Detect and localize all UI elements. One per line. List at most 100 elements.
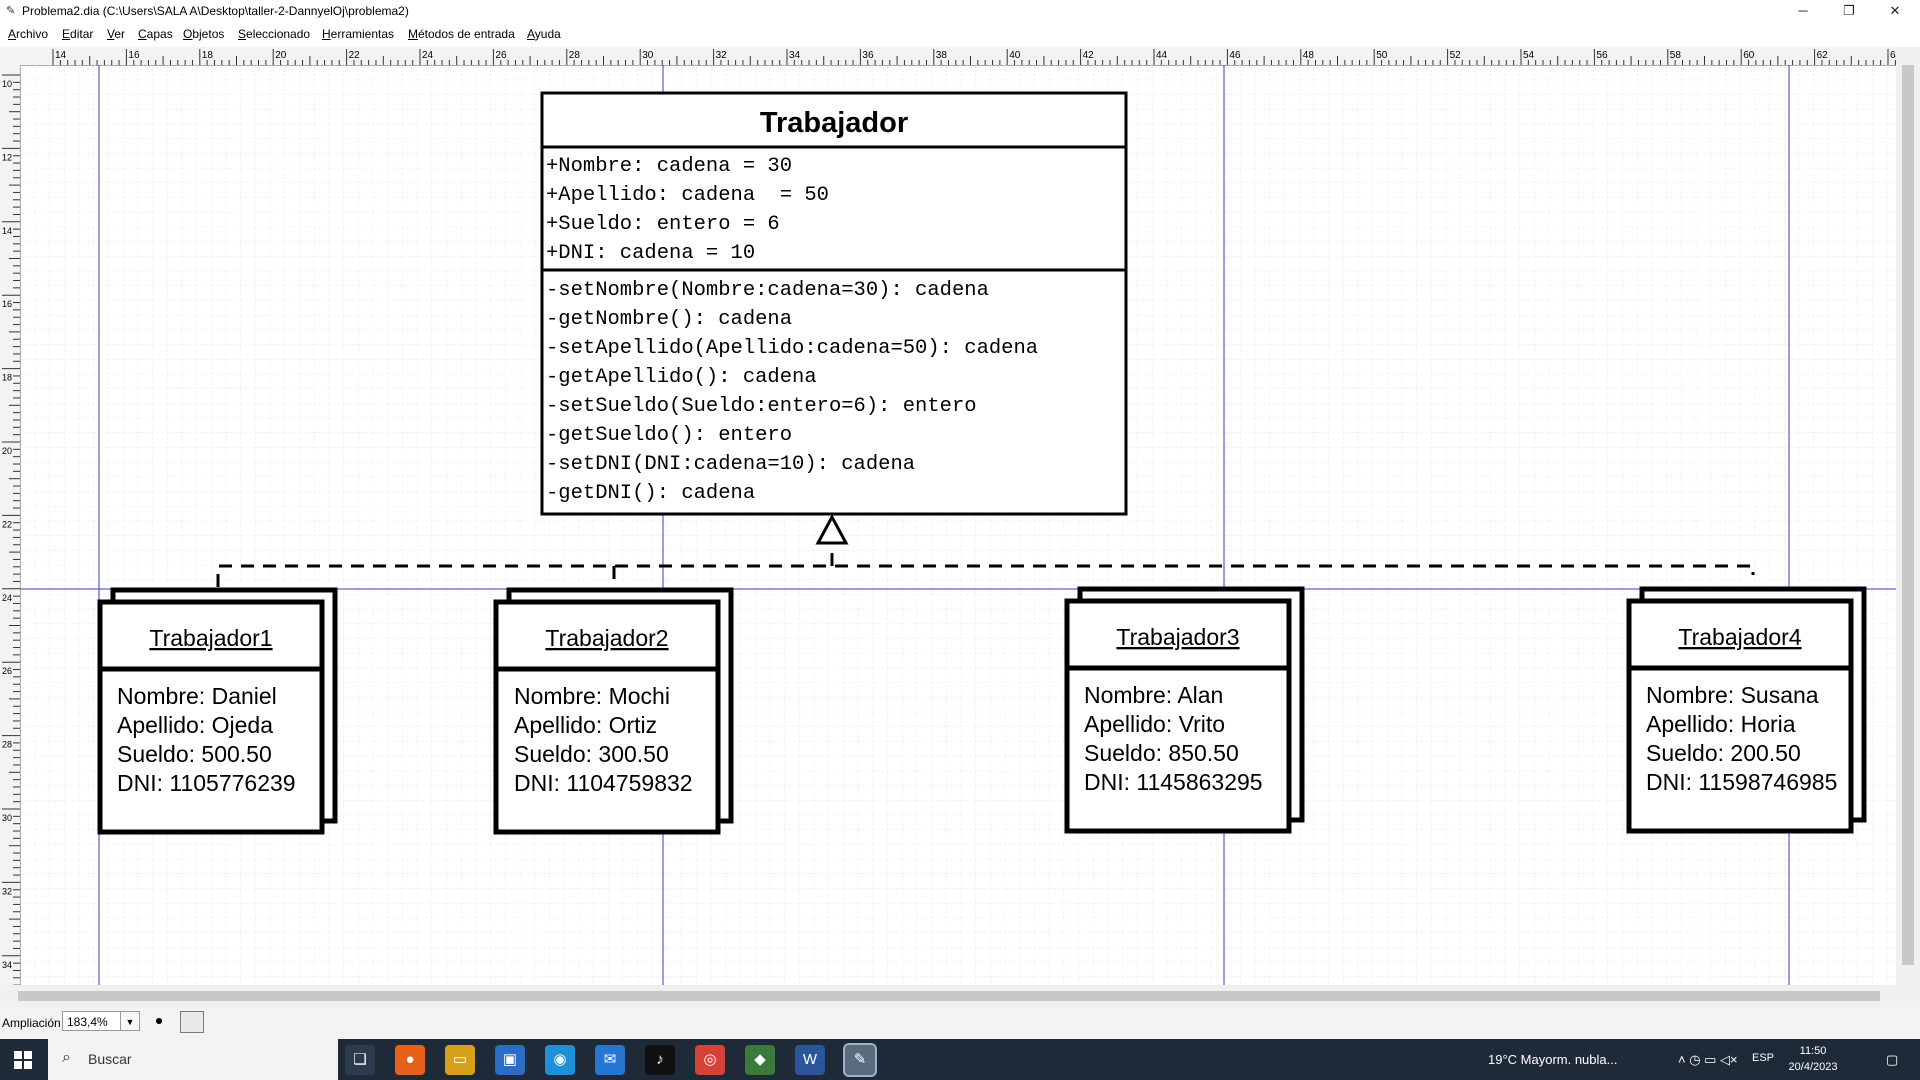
ruler-label: 28 xyxy=(569,50,581,61)
diagram-svg[interactable]: Trabajador +Nombre: cadena = 30 +Apellid… xyxy=(20,65,1896,985)
class-operation: -setDNI(DNI:cadena=10): cadena xyxy=(546,453,915,476)
taskbar-search-box[interactable]: ⌕ Buscar xyxy=(48,1039,338,1080)
ruler-label: 20 xyxy=(275,50,287,61)
object-attribute: Nombre: Alan xyxy=(1084,682,1223,708)
system-tray-icons[interactable]: ˄ ◷ ▭ ◁× xyxy=(1678,1052,1738,1067)
object-attribute: Apellido: Vrito xyxy=(1084,711,1225,737)
menu-editar[interactable]: Editar xyxy=(62,27,94,41)
ruler-label: 60 xyxy=(1743,50,1755,61)
menu-capas[interactable]: Capas xyxy=(138,27,173,41)
class-operation: -setApellido(Apellido:cadena=50): cadena xyxy=(546,337,1038,360)
language-indicator[interactable]: ESP xyxy=(1752,1052,1775,1064)
tiktok-icon[interactable]: ♪ xyxy=(645,1045,675,1075)
object-name: Trabajador1 xyxy=(149,625,272,651)
class-attribute: +Nombre: cadena = 30 xyxy=(546,155,792,178)
taskbar-search-placeholder: Buscar xyxy=(88,1051,132,1067)
zoom-label: Ampliación xyxy=(2,1016,61,1030)
uml-object-trabajador4[interactable]: Trabajador4 Nombre: Susana Apellido: Hor… xyxy=(1626,586,1867,834)
ruler-label: 34 xyxy=(789,50,801,61)
snap-to-grid-icon[interactable] xyxy=(156,1018,162,1024)
uml-object-trabajador3[interactable]: Trabajador3 Nombre: Alan Apellido: Vrito… xyxy=(1064,586,1305,834)
search-icon: ⌕ xyxy=(62,1049,71,1066)
ruler-label: 14 xyxy=(55,50,67,61)
class-attribute: +DNI: cadena = 10 xyxy=(546,242,755,265)
class-operation: -getSueldo(): entero xyxy=(546,424,792,447)
mail-icon[interactable]: ✉ xyxy=(595,1045,625,1075)
notifications-icon[interactable]: ▢ xyxy=(1886,1052,1899,1067)
object-attribute: Nombre: Susana xyxy=(1646,682,1819,708)
file-explorer-icon[interactable]: ▭ xyxy=(445,1045,475,1075)
uml-object-trabajador2[interactable]: Trabajador2 Nombre: Mochi Apellido: Orti… xyxy=(493,587,734,835)
menu-ver[interactable]: Ver xyxy=(107,27,126,41)
vertical-scroll-thumb[interactable] xyxy=(1902,65,1914,965)
ruler-label: 16 xyxy=(2,299,12,309)
menu-herramientas[interactable]: Herramientas xyxy=(322,27,395,41)
ruler-label: 62 xyxy=(1817,50,1829,61)
object-attribute: DNI: 1145863295 xyxy=(1084,769,1263,795)
title-bar: ✎ Problema2.dia (C:\Users\SALA A\Desktop… xyxy=(0,0,1920,24)
minimize-button[interactable]: ─ xyxy=(1798,3,1808,18)
edge-icon[interactable]: ◉ xyxy=(545,1045,575,1075)
object-attribute: Sueldo: 300.50 xyxy=(514,741,669,767)
zoom-dropdown-chevron-icon[interactable]: ▼ xyxy=(120,1011,140,1031)
horizontal-scrollbar[interactable] xyxy=(0,985,1920,1007)
menu-archivo[interactable]: Archivo xyxy=(8,27,49,41)
ruler-label: 22 xyxy=(2,519,12,529)
weather-widget[interactable]: 19°C Mayorm. nubla... xyxy=(1488,1052,1618,1067)
class-box xyxy=(540,91,1128,516)
chrome-icon[interactable]: ◎ xyxy=(695,1045,725,1075)
git-icon[interactable]: ◆ xyxy=(745,1045,775,1075)
object-attribute: DNI: 11598746985 xyxy=(1646,769,1837,795)
windows-start-icon[interactable] xyxy=(14,1051,32,1069)
zoom-input[interactable]: 183,4% xyxy=(62,1011,130,1031)
ruler-label: 28 xyxy=(2,740,12,750)
object-attribute: Sueldo: 200.50 xyxy=(1646,740,1801,766)
menu-ayuda[interactable]: Ayuda xyxy=(527,27,561,41)
horizontal-scroll-thumb[interactable] xyxy=(18,991,1880,1001)
menu-seleccionado[interactable]: Seleccionado xyxy=(238,27,311,41)
maximize-button[interactable]: ❐ xyxy=(1843,3,1855,18)
class-operation: -getApellido(): cadena xyxy=(546,366,817,389)
vertical-scrollbar[interactable] xyxy=(1896,47,1920,985)
ruler-label: 36 xyxy=(862,50,874,61)
ruler-label: 18 xyxy=(2,373,12,383)
object-attribute: Apellido: Horia xyxy=(1646,711,1796,737)
microsoft-store-icon[interactable]: ▣ xyxy=(495,1045,525,1075)
menu-bar: Archivo Editar Ver Capas Objetos Selecci… xyxy=(0,24,1920,44)
diagram-canvas[interactable]: Trabajador +Nombre: cadena = 30 +Apellid… xyxy=(20,65,1896,985)
ruler-label: 20 xyxy=(2,446,12,456)
uml-class-trabajador[interactable]: Trabajador +Nombre: cadena = 30 +Apellid… xyxy=(540,91,1128,516)
object-attribute: Apellido: Ortiz xyxy=(514,712,657,738)
class-name: Trabajador xyxy=(760,107,908,139)
close-button[interactable]: ✕ xyxy=(1889,3,1901,18)
uml-object-trabajador1[interactable]: Trabajador1 Nombre: Daniel Apellido: Oje… xyxy=(97,587,338,835)
menu-metodos-entrada[interactable]: Métodos de entrada xyxy=(408,27,515,41)
class-operation: -setSueldo(Sueldo:entero=6): entero xyxy=(546,395,977,418)
task-view-icon[interactable]: ❑ xyxy=(345,1045,375,1075)
ruler-label: 52 xyxy=(1450,50,1462,61)
class-operation: -setNombre(Nombre:cadena=30): cadena xyxy=(546,279,989,302)
menu-objetos[interactable]: Objetos xyxy=(183,27,225,41)
ruler-corner xyxy=(0,47,20,65)
firefox-icon[interactable]: ● xyxy=(395,1045,425,1075)
taskbar-clock[interactable]: 11:50 20/4/2023 xyxy=(1786,1043,1840,1075)
ruler-label: 50 xyxy=(1376,50,1388,61)
dia-taskbar-icon[interactable]: ✎ xyxy=(843,1043,877,1077)
ruler-label: 26 xyxy=(2,666,12,676)
ruler-label: 46 xyxy=(1229,50,1241,61)
ruler-label: 10 xyxy=(2,79,12,89)
class-operation: -getDNI(): cadena xyxy=(546,482,755,505)
ruler-label: 64 xyxy=(1890,50,1896,61)
realization-arrowhead-icon xyxy=(815,513,849,545)
object-box xyxy=(97,599,325,835)
ruler-label: 12 xyxy=(2,152,12,162)
layers-toggle-button[interactable] xyxy=(180,1011,204,1033)
object-attribute: Nombre: Daniel xyxy=(117,683,277,709)
word-icon[interactable]: W xyxy=(795,1045,825,1075)
object-attribute: Sueldo: 850.50 xyxy=(1084,740,1239,766)
class-operation: -getNombre(): cadena xyxy=(546,308,792,331)
